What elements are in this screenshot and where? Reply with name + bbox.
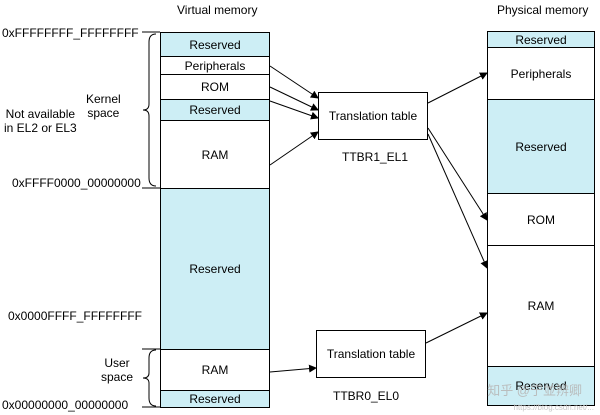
watermark-url: https://blog.csdn.net/... <box>513 403 595 412</box>
arrow-vrom-to-table1 <box>269 86 319 111</box>
arrow-table0-to-pram <box>425 312 488 344</box>
physical-ram: RAM <box>487 245 595 367</box>
address-kernel-base: 0xFFFF0000_00000000 <box>12 176 141 190</box>
watermark-text: 知乎 @宁並辨卿 <box>487 383 582 398</box>
virtual-reserved-bottom: Reserved <box>160 390 270 408</box>
ttbr1-label: TTBR1_EL1 <box>342 150 409 164</box>
not-available-label: Not available in EL2 or EL3 <box>4 107 77 135</box>
address-top: 0xFFFFFFFF_FFFFFFFF <box>2 26 139 40</box>
translation-table-1: Translation table <box>318 92 428 140</box>
arrow-vperipherals-to-table1 <box>269 65 319 99</box>
kernel-space-brace <box>142 33 157 187</box>
physical-reserved-mid: Reserved <box>487 99 595 194</box>
arrow-vram-user-to-table0 <box>269 364 317 373</box>
arrow-table1-to-prom <box>427 127 488 221</box>
virtual-ram-kernel: RAM <box>160 120 270 189</box>
virtual-reserved-top: Reserved <box>160 32 270 57</box>
user-space-brace <box>142 349 157 407</box>
virtual-reserved-large: Reserved <box>160 188 270 350</box>
arrow-table1-to-pperipherals <box>427 72 488 104</box>
arrow-vram-to-table1 <box>269 131 319 166</box>
translation-table-0: Translation table <box>316 330 426 378</box>
virtual-memory-title: Virtual memory <box>177 3 258 17</box>
virtual-rom: ROM <box>160 74 270 100</box>
physical-reserved-bottom: Reserved <box>487 366 595 406</box>
ttbr0-label: TTBR0_EL0 <box>333 389 400 403</box>
user-space-label: User space <box>101 356 134 384</box>
address-bottom: 0x00000000_00000000 <box>2 398 129 412</box>
arrow-vreserved-to-table1 <box>269 100 319 120</box>
physical-rom: ROM <box>487 193 595 246</box>
physical-reserved-top: Reserved <box>487 31 595 48</box>
kernel-space-label: Kernel space <box>86 92 121 120</box>
address-user-top: 0x0000FFFF_FFFFFFFF <box>8 309 143 323</box>
arrow-table1-to-pram <box>427 133 488 269</box>
physical-memory-title: Physical memory <box>497 3 589 17</box>
